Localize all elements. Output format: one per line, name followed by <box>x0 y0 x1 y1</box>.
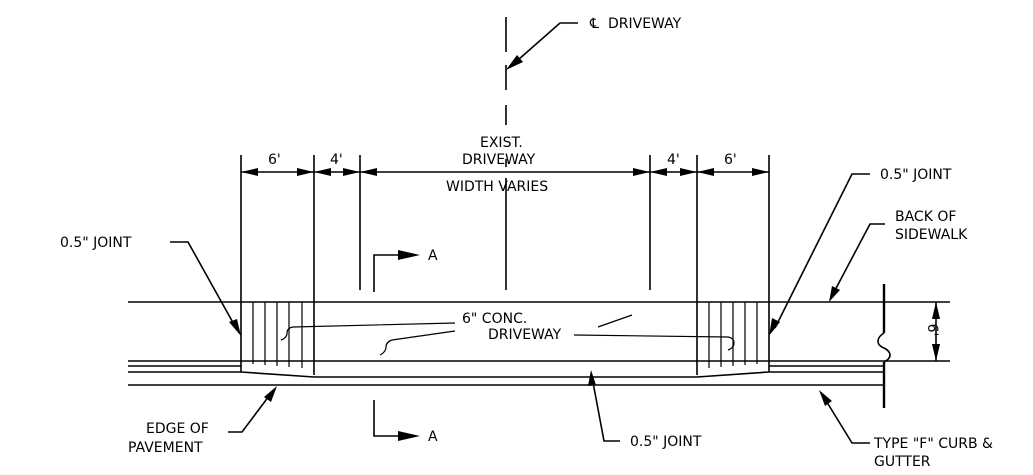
sidewalk-lines <box>128 301 950 386</box>
concrete-label-line1: 6" CONC. <box>462 311 527 327</box>
curb-gutter-leader <box>819 390 870 444</box>
bottom-joint-label: 0.5" JOINT <box>630 434 702 450</box>
width-dimension-line <box>241 168 769 176</box>
left-flare-hatch <box>252 302 303 368</box>
extension-lines <box>240 155 770 375</box>
left-joint-leader <box>170 241 241 336</box>
dim-4-right: 4' <box>667 152 680 168</box>
curb-gutter-line1: TYPE "F" CURB & <box>873 436 993 452</box>
section-label-bottom: A <box>428 429 438 445</box>
edge-of-pavement-line1: EDGE OF <box>146 421 209 437</box>
bottom-joint-leader <box>588 370 620 442</box>
section-marker-top <box>373 250 420 292</box>
centerline-symbol: ℄ <box>589 16 599 32</box>
centerline-leader <box>506 22 578 70</box>
exist-driveway-line2: DRIVEWAY <box>462 152 536 168</box>
dim-6-left: 6' <box>268 152 281 168</box>
right-flare-hatch <box>708 302 758 368</box>
concrete-leaders <box>280 314 735 356</box>
sidewalk-width-dimension <box>932 302 940 361</box>
section-label-top: A <box>428 248 438 264</box>
edge-of-pavement-line2: PAVEMENT <box>128 440 203 456</box>
section-marker-bottom <box>373 400 420 441</box>
exist-driveway-line1: EXIST. <box>480 135 523 151</box>
curb-gutter-line2: GUTTER <box>874 454 931 470</box>
centerline-label: DRIVEWAY <box>608 16 682 32</box>
right-joint-label: 0.5" JOINT <box>880 167 952 183</box>
break-line <box>877 284 891 408</box>
dim-6-right: 6' <box>724 152 737 168</box>
back-of-sidewalk-line1: BACK OF <box>895 209 956 225</box>
edge-of-pavement-leader <box>228 386 277 433</box>
back-of-sidewalk-line2: SIDEWALK <box>895 227 968 243</box>
dim-6-side: 6' <box>924 324 940 337</box>
width-varies: WIDTH VARIES <box>446 179 548 195</box>
back-of-sidewalk-leader <box>829 223 885 302</box>
left-joint-label: 0.5" JOINT <box>60 235 132 251</box>
dim-4-left: 4' <box>330 152 343 168</box>
right-joint-leader <box>769 173 870 336</box>
concrete-label-line2: DRIVEWAY <box>488 327 562 343</box>
